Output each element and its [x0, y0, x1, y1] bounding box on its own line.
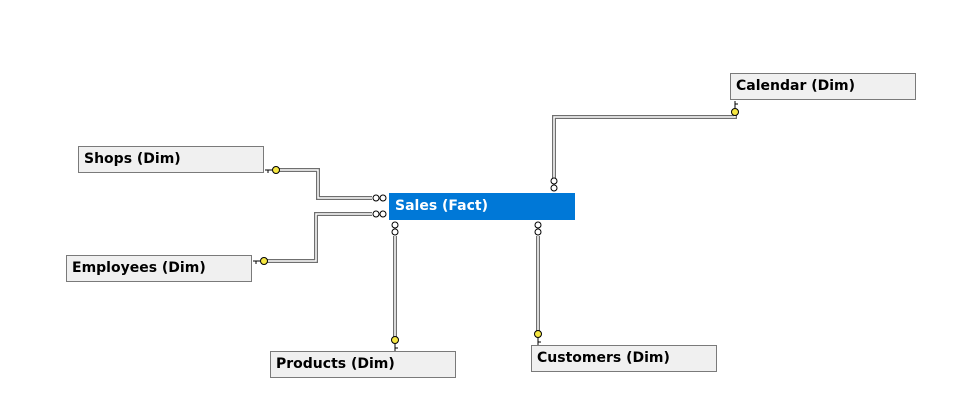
relationship-employees-sales[interactable]: [253, 210, 387, 265]
key-icon: [534, 330, 542, 345]
infinity-icon: [391, 221, 399, 236]
table-label: Employees (Dim): [72, 260, 206, 276]
infinity-icon: [372, 194, 387, 202]
table-sales-fact[interactable]: Sales (Fact): [389, 193, 575, 220]
table-calendar-dim[interactable]: Calendar (Dim): [730, 73, 916, 100]
relationship-customers-sales[interactable]: [534, 221, 542, 345]
infinity-icon: [550, 177, 558, 192]
infinity-icon: [372, 210, 387, 218]
relationship-calendar-sales[interactable]: [550, 101, 739, 192]
key-icon: [265, 166, 280, 174]
table-label: Calendar (Dim): [736, 78, 856, 94]
table-label: Products (Dim): [276, 356, 395, 372]
table-customers-dim[interactable]: Customers (Dim): [531, 345, 717, 372]
table-employees-dim[interactable]: Employees (Dim): [66, 255, 252, 282]
key-icon: [731, 101, 739, 116]
table-label: Sales (Fact): [395, 198, 489, 214]
key-icon: [253, 257, 268, 265]
relationship-shops-sales[interactable]: [265, 166, 387, 202]
table-shops-dim[interactable]: Shops (Dim): [78, 146, 264, 173]
infinity-icon: [534, 221, 542, 236]
table-label: Shops (Dim): [84, 151, 181, 167]
table-label: Customers (Dim): [537, 350, 670, 366]
table-products-dim[interactable]: Products (Dim): [270, 351, 456, 378]
key-icon: [391, 336, 399, 351]
relationship-products-sales[interactable]: [391, 221, 399, 351]
